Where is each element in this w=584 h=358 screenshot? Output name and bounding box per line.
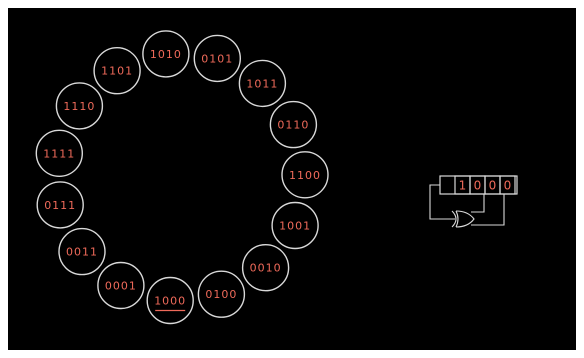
state-circle [97, 261, 145, 310]
state-circle [142, 30, 190, 78]
state-label: 1011 [246, 77, 278, 90]
register-bit: 0 [474, 179, 482, 193]
state-label: 1100 [289, 169, 321, 182]
state-label: 1010 [150, 48, 182, 61]
state-node: 0111 [36, 181, 84, 229]
state-circle [281, 151, 329, 199]
state-node: 1001 [271, 201, 319, 250]
state-circle [36, 181, 84, 229]
register-bit: 0 [504, 179, 512, 193]
state-label: 1101 [101, 65, 133, 78]
state-node: 0001 [97, 261, 145, 310]
state-label: 1000 [154, 295, 186, 308]
state-node: 0010 [241, 244, 290, 292]
state-node: 0101 [193, 34, 242, 83]
state-circle [58, 227, 106, 276]
state-label: 0010 [250, 262, 282, 275]
state-node: 1100 [281, 151, 329, 199]
state-circle [193, 34, 242, 83]
state-circle [271, 201, 319, 250]
state-node: 0100 [197, 270, 246, 318]
state-circle [269, 100, 318, 149]
state-label: 0011 [66, 246, 98, 259]
state-label: 0110 [277, 119, 309, 132]
xor-gate-icon [451, 210, 475, 228]
state-circle [55, 82, 104, 130]
state-label: 0001 [105, 280, 137, 293]
register-bit: 1 [459, 179, 467, 193]
register-bit: 0 [489, 179, 497, 193]
state-node: 1111 [35, 129, 83, 178]
state-node: 1110 [55, 82, 104, 130]
state-circle [241, 244, 290, 292]
state-label: 0101 [201, 52, 233, 65]
state-circle [197, 270, 246, 318]
state-circle [146, 276, 194, 325]
state-circle [93, 47, 141, 95]
state-label: 1001 [279, 220, 311, 233]
tap-wire-1 [471, 194, 485, 213]
state-node: 1011 [238, 59, 287, 108]
state-node: 0110 [269, 100, 318, 149]
state-label: 0111 [44, 199, 76, 212]
state-label: 0100 [205, 288, 237, 301]
state-node: 0011 [58, 227, 106, 276]
state-node: 1010 [142, 30, 190, 78]
register-cell [499, 175, 516, 195]
state-ring: 1010 0101 1011 0110 1100 1001 0010 0100 1000 0001… [35, 30, 329, 325]
state-circle [35, 129, 83, 178]
feedback-wire [429, 184, 455, 220]
state-label: 1111 [43, 147, 75, 160]
state-label: 1110 [63, 100, 95, 113]
state-node: 1000 [146, 276, 194, 325]
tap-wire-2 [471, 194, 505, 226]
state-circle [238, 59, 287, 108]
state-node: 1101 [93, 47, 141, 95]
